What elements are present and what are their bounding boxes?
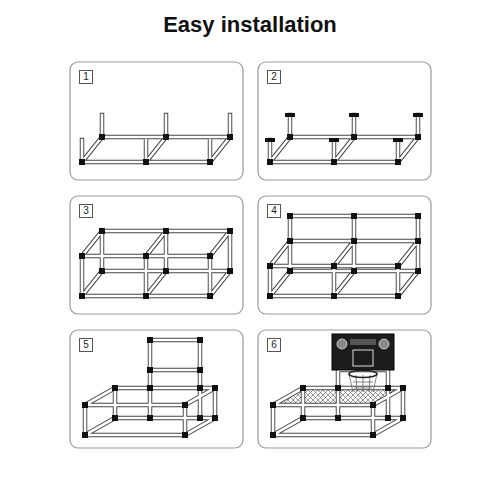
backboard-square: [353, 350, 373, 366]
backboard: [332, 334, 394, 370]
hoop-rim: [349, 371, 377, 378]
step-number: 5: [83, 339, 89, 350]
frame-drawing: [82, 337, 218, 438]
step-panel: [70, 62, 243, 180]
step-number: 1: [83, 71, 89, 82]
title: Easy installation: [0, 12, 500, 38]
step-panel: [258, 196, 431, 314]
frame-drawing: [267, 213, 421, 299]
step-panel: [70, 330, 243, 448]
step-number: 3: [83, 205, 89, 216]
step-panel: [70, 62, 431, 448]
frame-drawing: [79, 228, 233, 299]
frame-drawing: [265, 113, 423, 165]
step-number-box: 5: [79, 338, 93, 352]
backboard-logo: [350, 339, 376, 345]
step-number-box: 2: [267, 70, 281, 84]
backboard-ball: [337, 339, 347, 349]
step-panel: [258, 330, 431, 448]
frame-drawing: [79, 115, 233, 165]
backboard-ball: [379, 339, 389, 349]
step-number-box: 1: [79, 70, 93, 84]
step-panel: [70, 196, 243, 314]
step-number-box: 6: [267, 338, 281, 352]
step-number-box: 3: [79, 204, 93, 218]
frame-drawing: [270, 334, 406, 438]
step-number: 4: [271, 205, 277, 216]
step-number: 6: [271, 339, 277, 350]
step-number: 2: [271, 71, 277, 82]
step-number-box: 4: [267, 204, 281, 218]
step-panel: [258, 62, 431, 180]
